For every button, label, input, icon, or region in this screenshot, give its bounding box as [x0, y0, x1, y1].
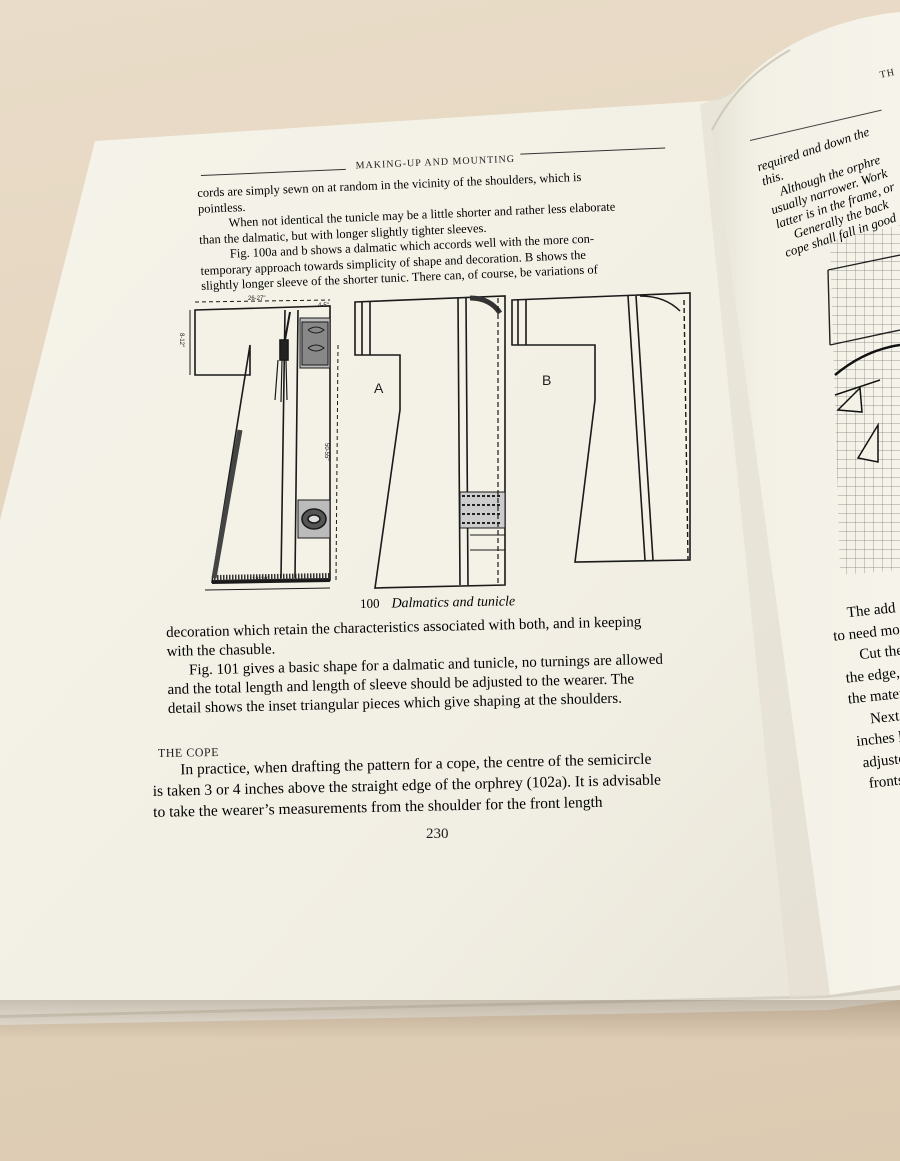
book-shadow [0, 1000, 900, 1040]
dimension-bottom: 18-20" [252, 577, 270, 583]
page-number: 230 [426, 826, 449, 842]
garment-label-b: B [542, 372, 552, 388]
garment-label-a: A [374, 380, 384, 396]
dimension-top: 26-27" [248, 296, 266, 302]
dimension-small: 4-5" [318, 303, 329, 309]
